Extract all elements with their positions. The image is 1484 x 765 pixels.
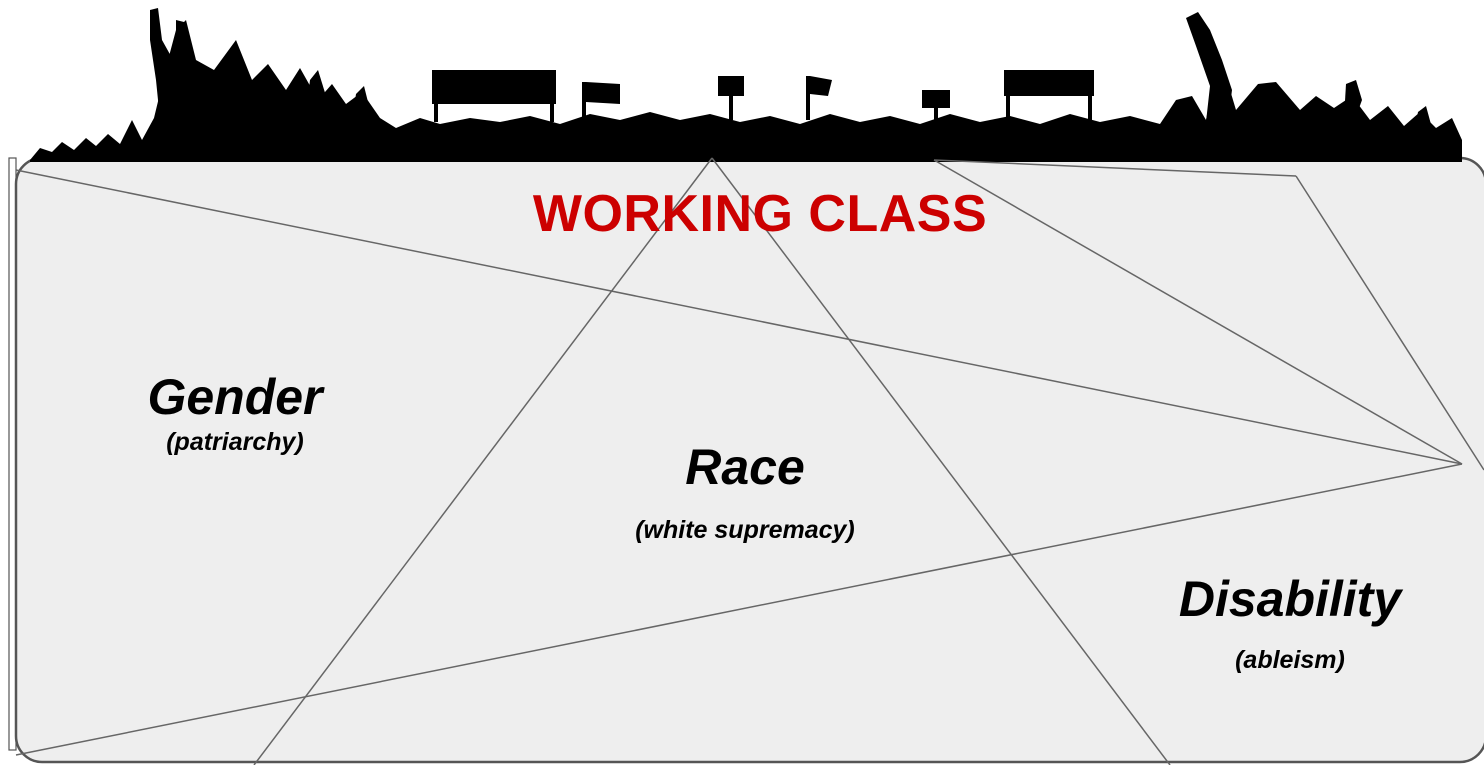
crowd-silhouette-icon <box>30 8 1462 162</box>
working-class-title: WORKING CLASS <box>470 184 1050 244</box>
race-label: Race <box>580 438 910 496</box>
race-sublabel: (white supremacy) <box>570 516 920 545</box>
disability-sublabel: (ableism) <box>1130 646 1450 675</box>
gender-sublabel: (patriarchy) <box>100 428 370 457</box>
gender-label: Gender <box>100 368 370 426</box>
disability-label: Disability <box>1130 570 1450 628</box>
